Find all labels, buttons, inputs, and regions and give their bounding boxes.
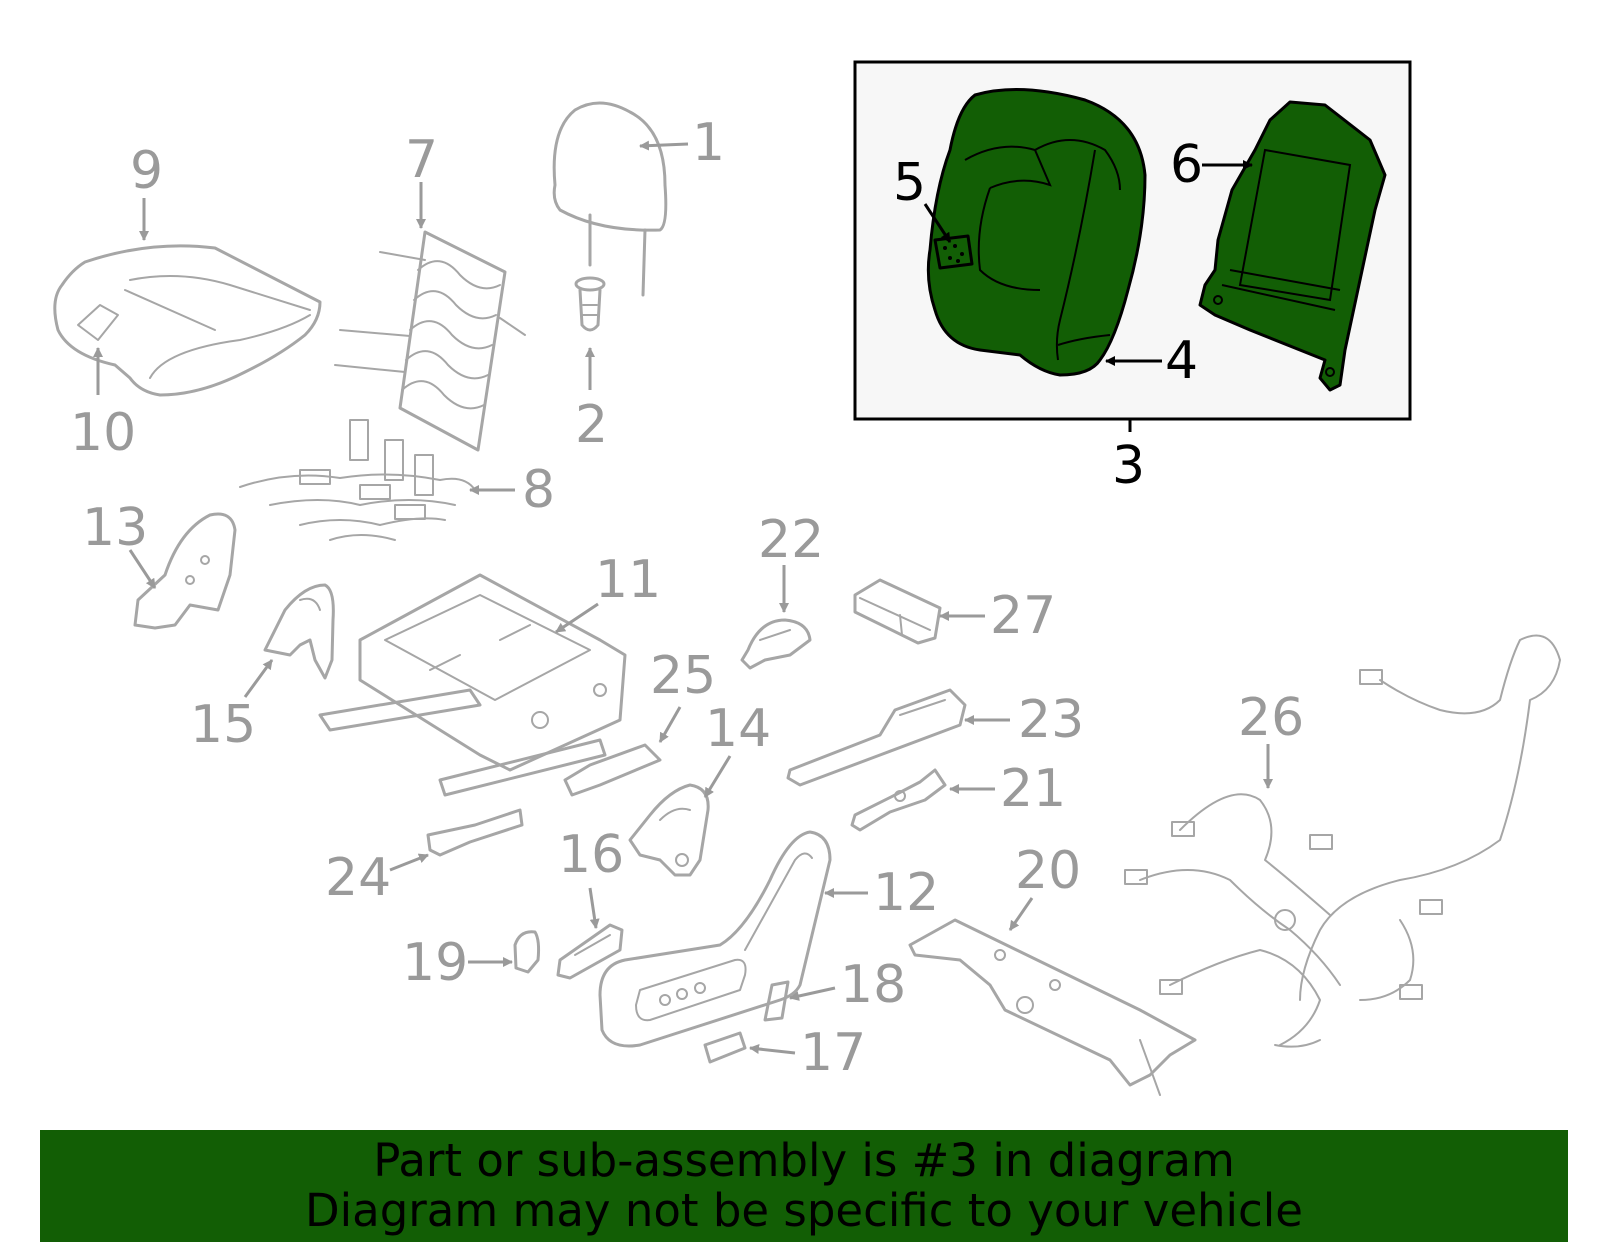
callout-1: 1 (692, 113, 725, 173)
callout-22: 22 (758, 510, 824, 570)
leader-1 (639, 140, 689, 151)
seat-back-spring (334, 230, 526, 452)
seat-back-assembly-inset: 4 5 6 (853, 60, 1412, 432)
callout-24: 24 (325, 848, 391, 908)
leader-11 (555, 602, 599, 634)
callout-16: 16 (558, 825, 624, 885)
seat-back-label (933, 234, 974, 270)
seat-back-cover (926, 88, 1147, 377)
latch-21 (850, 768, 947, 832)
bracket-20 (908, 918, 1197, 1096)
callout-2: 2 (575, 395, 608, 455)
callout-3: 3 (1112, 436, 1145, 496)
leader-17 (749, 1044, 796, 1055)
headrest-guide (574, 276, 606, 332)
clip-19 (513, 930, 541, 974)
callout-18: 18 (840, 955, 906, 1015)
motor-22 (740, 618, 812, 670)
callout-27: 27 (990, 586, 1056, 646)
callout-8: 8 (522, 460, 555, 520)
knob-18 (763, 980, 790, 1022)
leader-20 (1008, 897, 1034, 931)
seat-back-frame (1198, 100, 1387, 392)
track-motor-23 (786, 688, 967, 787)
seat-cushion-spring (239, 419, 476, 541)
leader-24 (389, 853, 429, 872)
leader-13 (128, 549, 157, 589)
banner-line-1: Part or sub-assembly is #3 in diagram (373, 1134, 1235, 1187)
leader-14 (703, 755, 732, 798)
callout-4: 4 (1165, 331, 1198, 391)
callout-25: 25 (650, 646, 716, 706)
callout-11: 11 (595, 550, 661, 610)
callout-12: 12 (873, 863, 939, 923)
cover-25 (563, 743, 662, 797)
control-module-27 (853, 578, 942, 645)
callout-13: 13 (82, 498, 148, 558)
callout-9: 9 (130, 141, 163, 201)
switch-knob-16 (556, 923, 624, 980)
callout-19: 19 (402, 933, 468, 993)
callout-15: 15 (190, 695, 256, 755)
callout-6: 6 (1170, 135, 1203, 195)
cover-24 (426, 808, 524, 857)
seat-adjuster (318, 573, 627, 797)
knob-17 (703, 1031, 747, 1064)
callout-17: 17 (800, 1023, 866, 1083)
seat-cushion-cover (53, 244, 322, 397)
info-banner: Part or sub-assembly is #3 in diagram Di… (40, 1130, 1568, 1242)
leader-18 (789, 986, 836, 1001)
leader-15 (243, 659, 274, 698)
callout-21: 21 (1000, 759, 1066, 819)
leader-5 (923, 203, 952, 243)
callout-10: 10 (70, 403, 136, 463)
callout-26: 26 (1238, 688, 1304, 748)
leader-25 (658, 706, 682, 743)
bracket-13 (133, 512, 237, 630)
side-shield (598, 830, 832, 1048)
headrest (552, 101, 668, 297)
callout-23: 23 (1018, 690, 1084, 750)
banner-line-2: Diagram may not be specific to your vehi… (305, 1184, 1303, 1237)
callout-20: 20 (1015, 841, 1081, 901)
recliner-bracket-15 (263, 583, 335, 680)
recliner-cover-14 (628, 783, 710, 877)
callout-14: 14 (705, 699, 771, 759)
callout-7: 7 (405, 130, 438, 190)
wiring-harness (1124, 634, 1561, 1048)
callout-5: 5 (893, 153, 926, 213)
leader-16 (588, 887, 600, 929)
